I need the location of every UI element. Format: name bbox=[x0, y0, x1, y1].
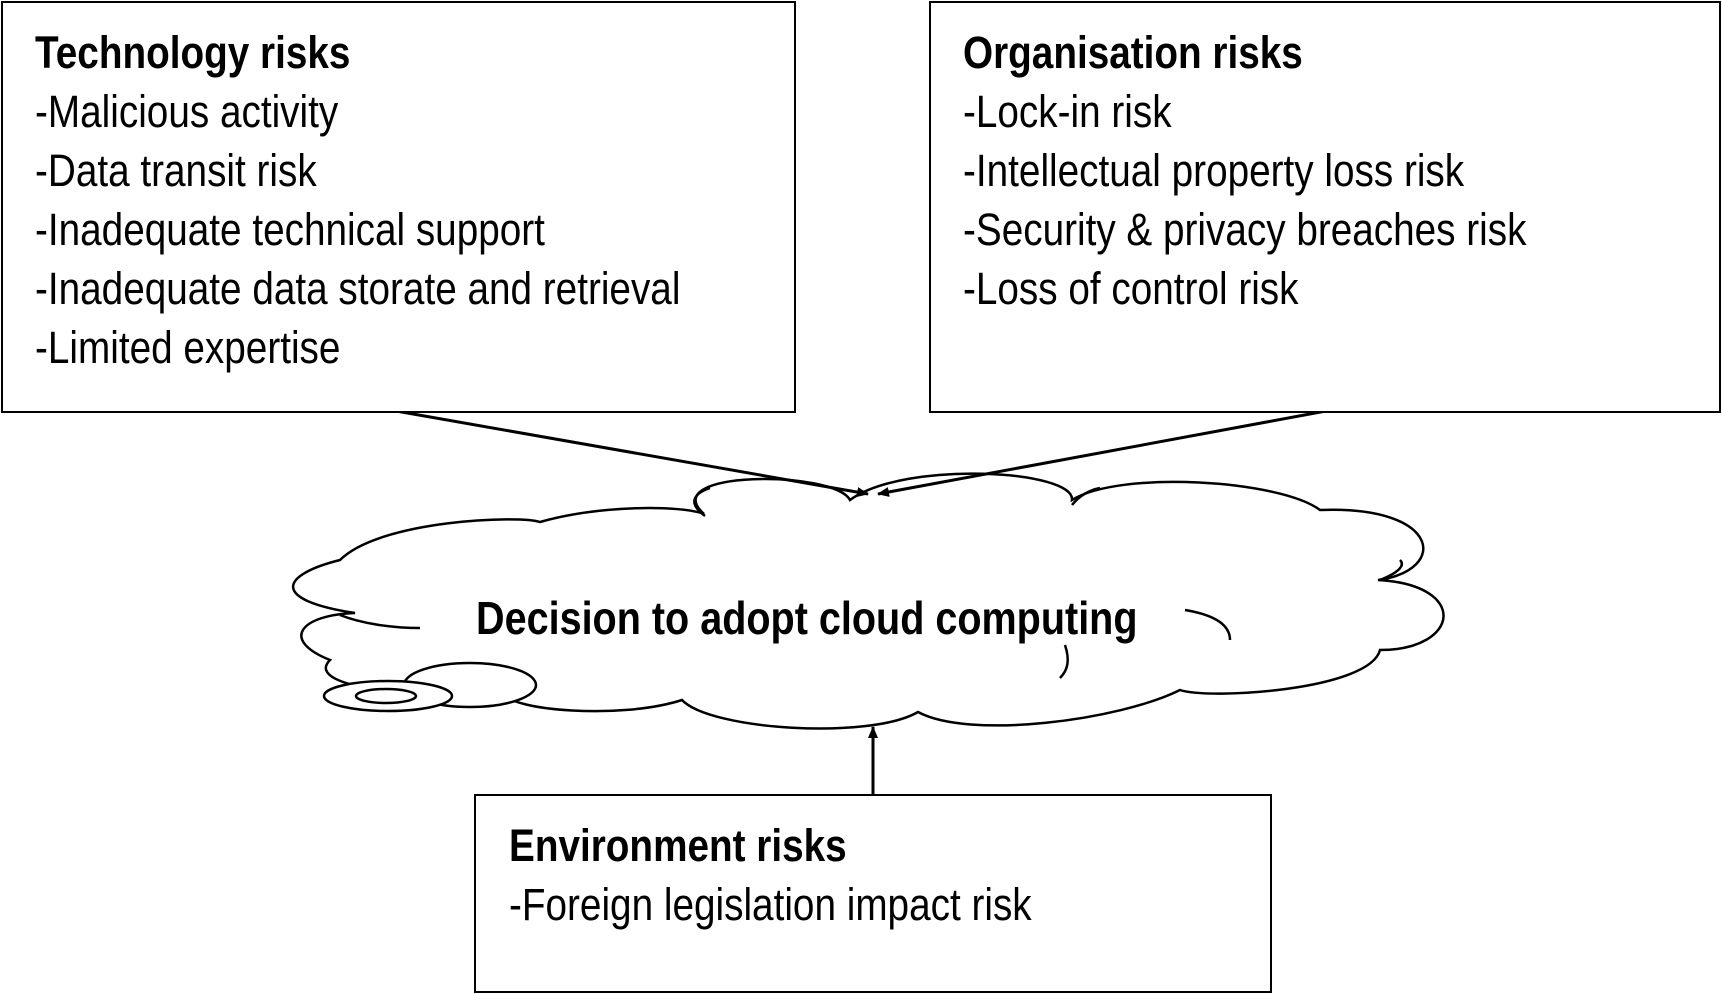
technology-risk-item: -Malicious activity bbox=[35, 86, 339, 137]
arrow-technology-to-cloud bbox=[395, 409, 869, 498]
organisation-risk-item: -Loss of control risk bbox=[963, 263, 1299, 314]
environment-risks-title: Environment risks bbox=[509, 820, 847, 871]
environment-risks-list: -Foreign legislation impact risk bbox=[509, 875, 1270, 934]
technology-risk-item: -Data transit risk bbox=[35, 145, 317, 196]
organisation-risks-title: Organisation risks bbox=[963, 27, 1303, 78]
technology-risks-title: Technology risks bbox=[35, 27, 351, 78]
organisation-risks-box: Organisation risks -Lock-in risk -Intell… bbox=[929, 1, 1721, 413]
organisation-risk-item: -Security & privacy breaches risk bbox=[963, 204, 1527, 255]
arrow-organisation-to-cloud bbox=[877, 409, 1327, 497]
environment-risk-item: -Foreign legislation impact risk bbox=[509, 879, 1032, 930]
technology-risk-item: -Limited expertise bbox=[35, 322, 341, 373]
technology-risks-list: -Malicious activity -Data transit risk -… bbox=[35, 82, 794, 377]
organisation-risk-item: -Lock-in risk bbox=[963, 86, 1172, 137]
organisation-risks-list: -Lock-in risk -Intellectual property los… bbox=[963, 82, 1719, 318]
environment-risks-box: Environment risks -Foreign legislation i… bbox=[474, 794, 1272, 993]
connector-arrows bbox=[395, 409, 1327, 794]
cloud-inner-curves bbox=[339, 486, 1404, 679]
technology-risk-item: -Inadequate technical support bbox=[35, 204, 545, 255]
organisation-risk-item: -Intellectual property loss risk bbox=[963, 145, 1465, 196]
technology-risk-item: -Inadequate data storate and retrieval bbox=[35, 263, 681, 314]
cloud-tail-ovals bbox=[322, 661, 538, 713]
cloud-decision-label: Decision to adopt cloud computing bbox=[476, 592, 1138, 644]
technology-risks-box: Technology risks -Malicious activity -Da… bbox=[1, 1, 796, 413]
